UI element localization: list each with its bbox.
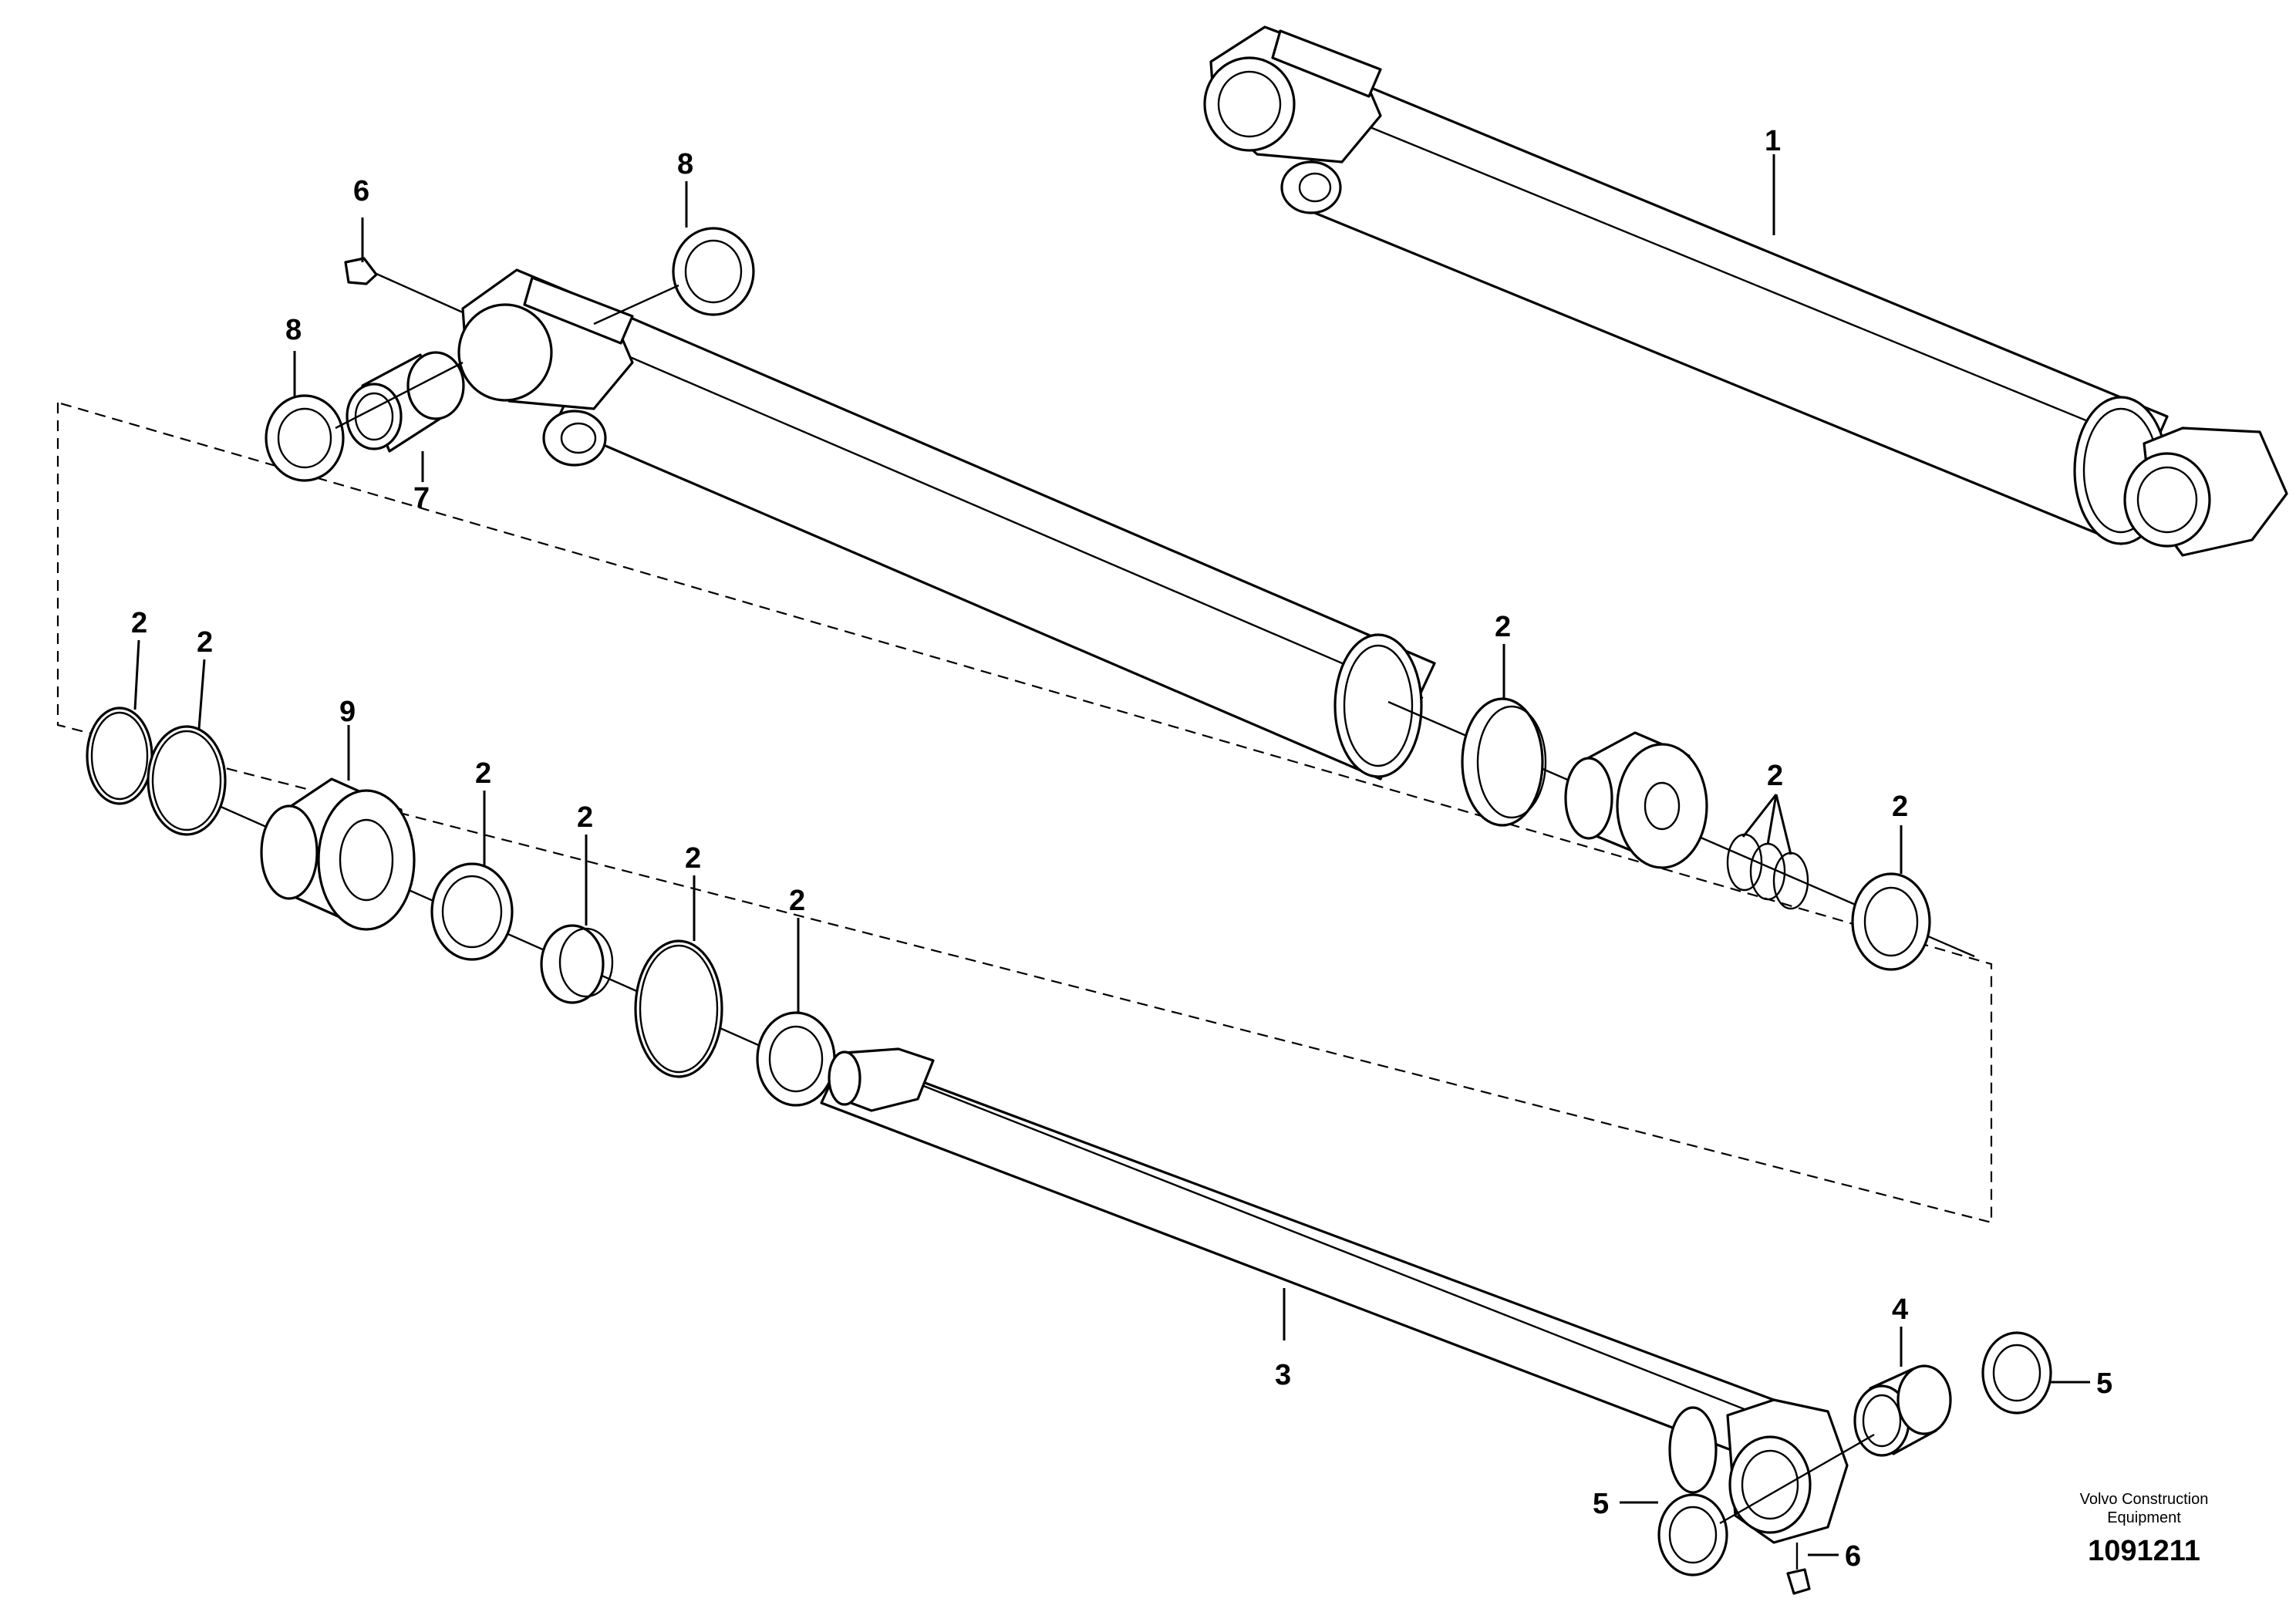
callout-2-e: 2 [685, 842, 701, 875]
callout-5-left: 5 [1593, 1488, 1609, 1520]
callout-2-b: 2 [197, 626, 213, 659]
wiper-ring-5-left [1657, 1493, 1728, 1576]
callout-2-h: 2 [1767, 760, 1783, 792]
grease-nipple-top [344, 257, 464, 314]
callout-8-left: 8 [285, 314, 302, 346]
manufacturer-line-2: Equipment [2107, 1509, 2181, 1526]
callout-6-bottom: 6 [1845, 1540, 1861, 1573]
assembly-guide-dashed [56, 401, 1993, 1224]
cylinder-head-9 [260, 777, 416, 931]
bushing-4 [1853, 1364, 1952, 1457]
wiper-ring-5-right [1981, 1331, 2052, 1415]
callout-1: 1 [1765, 125, 1781, 157]
o-ring-2b [147, 725, 227, 836]
callout-2-f: 2 [789, 885, 805, 917]
seal-ring-8-lower [265, 361, 464, 482]
cylinder-tube [457, 268, 1436, 781]
o-ring-2a [86, 706, 153, 805]
callout-9: 9 [339, 696, 356, 728]
callout-2-d: 2 [577, 801, 593, 834]
callout-6-top: 6 [353, 175, 369, 207]
o-ring-2e [634, 939, 723, 1078]
piston [1564, 731, 1708, 869]
seal-ring-8-upper [593, 227, 755, 325]
manufacturer-line-1: Volvo Construction [2079, 1491, 2209, 1508]
piston-rod-3 [820, 1047, 1849, 1544]
wiper-2f [756, 1011, 836, 1107]
callout-2-g: 2 [1495, 611, 1511, 643]
callout-4: 4 [1892, 1293, 1908, 1326]
bushing-7 [346, 351, 465, 453]
callout-7: 7 [413, 482, 430, 514]
seal-2i [1851, 872, 1931, 971]
o-rings-2h [1726, 833, 1809, 910]
figure-number: 1091211 [2088, 1535, 2200, 1567]
manufacturer-caption: Volvo Construction Equipment [2052, 1490, 2237, 1527]
callout-8-top: 8 [677, 148, 693, 180]
callout-5-right: 5 [2096, 1367, 2112, 1400]
grease-nipple-bottom [1786, 1543, 1811, 1595]
callout-2-a: 2 [131, 607, 147, 639]
guide-ring-2g [1461, 697, 1547, 827]
callout-3: 3 [1275, 1359, 1291, 1391]
callout-2-i: 2 [1892, 791, 1908, 823]
callout-2-c: 2 [475, 757, 491, 790]
eye-axis-line [1719, 1433, 1875, 1525]
bushing-2d [540, 924, 614, 1004]
complete-cylinder-assembly [1203, 25, 2288, 557]
seal-2c [430, 862, 514, 961]
